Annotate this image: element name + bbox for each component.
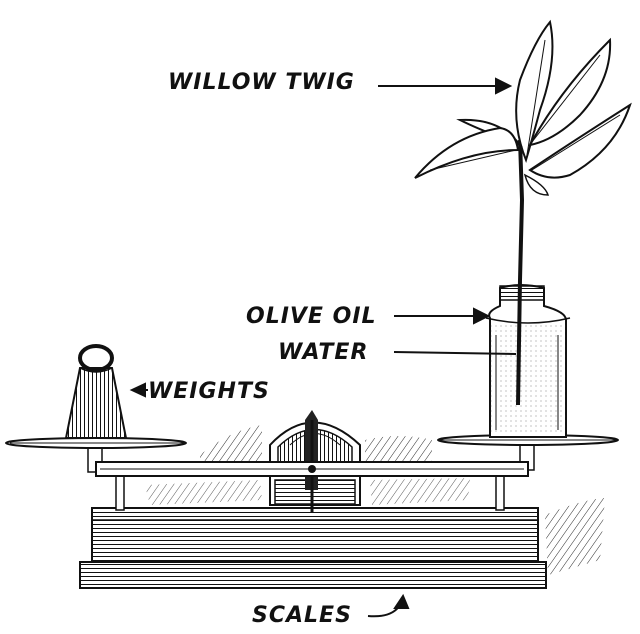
weight — [64, 344, 128, 439]
label-weights: WEIGHTS — [148, 379, 270, 404]
balance-beam — [95, 461, 529, 477]
background-shading — [145, 425, 605, 575]
label-willow-twig: WILLOW TWIG — [168, 70, 355, 95]
jar — [485, 284, 571, 438]
scales-base — [79, 507, 547, 589]
label-water: WATER — [278, 340, 369, 365]
label-scales: SCALES — [252, 603, 352, 628]
leader-arrows — [129, 77, 517, 618]
willow-twig — [414, 19, 632, 406]
label-olive-oil: OLIVE OIL — [246, 304, 377, 329]
